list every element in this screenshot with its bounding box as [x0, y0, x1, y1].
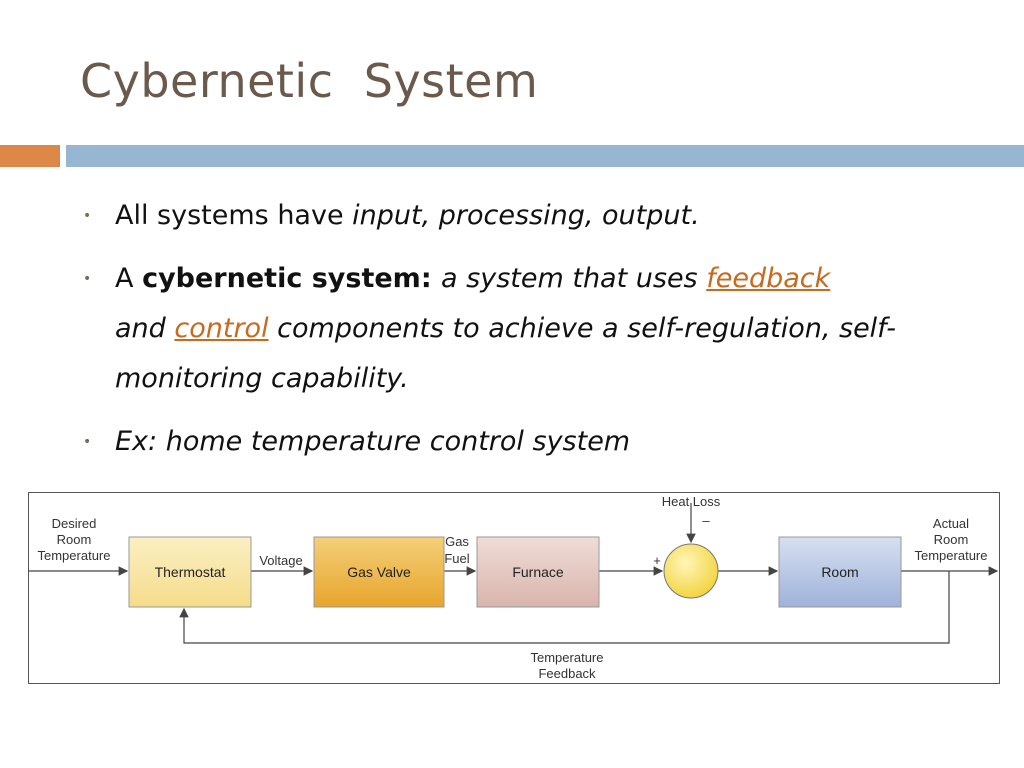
bullet-item-3: • Ex: home temperature control system: [80, 416, 980, 468]
feedback-path: [179, 571, 950, 644]
bullet-dot-icon: •: [83, 271, 92, 287]
feedback-link[interactable]: feedback: [706, 263, 831, 294]
bullet2-bold: cybernetic system: [142, 263, 421, 294]
output-label-line1: Actual: [933, 516, 969, 531]
bullet1-italic: input, processing, output.: [352, 200, 700, 231]
gas-valve-block: Gas Valve: [313, 536, 445, 608]
slide-title: Cybernetic System: [80, 54, 539, 108]
bullet-dot-icon: •: [83, 434, 92, 450]
gas-fuel-label-line1: Gas: [445, 534, 469, 549]
feedback-label-line2: Feedback: [538, 666, 596, 681]
furnace-label: Furnace: [512, 564, 564, 580]
input-label-line1: Desired: [52, 516, 97, 531]
thermostat-label: Thermostat: [155, 564, 226, 580]
furnace-block: Furnace: [476, 536, 600, 608]
bullet-list: • All systems have input, processing, ou…: [80, 190, 980, 480]
thermostat-block: Thermostat: [128, 536, 252, 608]
accent-bar-blue: [66, 145, 1024, 167]
feedback-label-line1: Temperature: [531, 650, 604, 665]
diagram-svg: Desired Room Temperature Thermostat Gas …: [29, 494, 999, 681]
bullet1-lead: All systems have: [115, 200, 353, 231]
bullet-item-1: • All systems have input, processing, ou…: [80, 190, 980, 242]
accent-bar-orange: [0, 145, 60, 167]
bullet-item-2: • A cybernetic system: a system that use…: [80, 254, 980, 404]
bullet2-a: A: [115, 263, 143, 294]
input-label-line3: Temperature: [38, 548, 111, 563]
bullet-dot-icon: •: [83, 208, 92, 224]
bullet2-italic1: a system that uses: [441, 263, 707, 294]
input-label-line2: Room: [57, 532, 92, 547]
voltage-label: Voltage: [259, 553, 302, 568]
bullet2-colon: :: [420, 263, 442, 294]
plus-sign: +: [653, 553, 661, 568]
bullet2-italic2: components to achieve a self-regulation,…: [115, 313, 896, 394]
minus-sign: –: [702, 513, 710, 528]
gas-fuel-label-line2: Fuel: [444, 551, 469, 566]
control-system-diagram: Desired Room Temperature Thermostat Gas …: [28, 492, 1000, 684]
room-block: Room: [778, 536, 902, 608]
bullet2-and: and: [115, 313, 175, 344]
gas-valve-label: Gas Valve: [347, 564, 411, 580]
bullet3-text: Ex: home temperature control system: [115, 426, 631, 457]
output-label-line2: Room: [934, 532, 969, 547]
output-label-line3: Temperature: [915, 548, 988, 563]
control-link[interactable]: control: [174, 313, 269, 344]
heat-loss-label: Heat Loss: [662, 494, 721, 509]
room-label: Room: [821, 564, 858, 580]
summing-junction-icon: [663, 543, 719, 599]
